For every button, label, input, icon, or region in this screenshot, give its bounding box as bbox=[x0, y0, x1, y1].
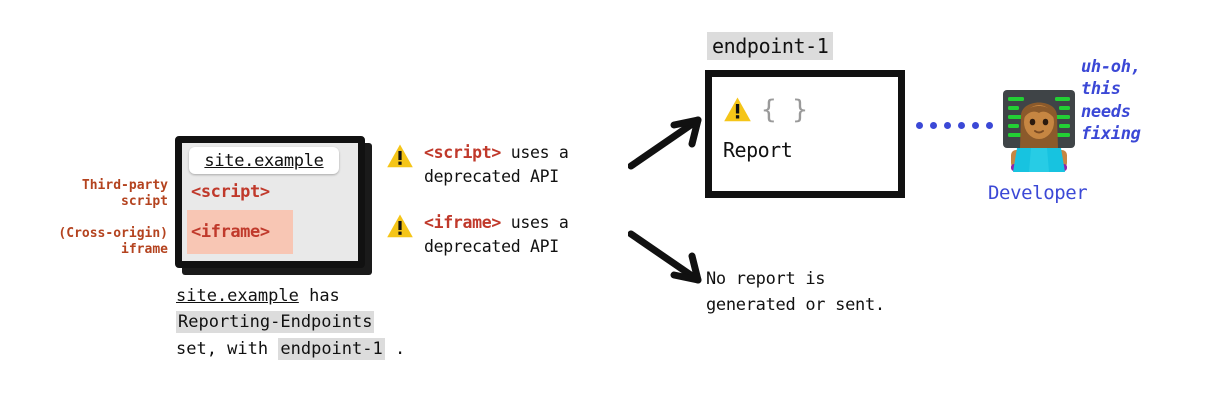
report-icons-group: { } bbox=[723, 96, 808, 123]
report-frame bbox=[705, 70, 905, 198]
warning-iframe-line2: deprecated API bbox=[424, 236, 559, 256]
endpoint-label: endpoint-1 bbox=[707, 32, 834, 60]
no-report-text: No report is generated or sent. bbox=[706, 267, 986, 318]
browser-window: site.example <script> <iframe> bbox=[175, 136, 365, 268]
connector-dot bbox=[916, 122, 923, 129]
warning-iframe-rest: uses a bbox=[501, 213, 569, 232]
script-tag-text: <script> bbox=[191, 182, 270, 202]
arrow-to-no-report bbox=[628, 230, 702, 284]
caption-line-3: set, with endpoint-1 . bbox=[176, 336, 496, 362]
warning-script: <script> uses a deprecated API bbox=[386, 141, 636, 189]
developer-speech: uh-oh, this needs fixing bbox=[1081, 56, 1201, 146]
warning-iframe-text: <iframe> uses a deprecated API bbox=[424, 211, 636, 259]
caption-set-with: set, with bbox=[176, 338, 269, 359]
caption-endpoint-name: endpoint-1 bbox=[278, 337, 385, 360]
caption-line-1: site.example has bbox=[176, 283, 496, 309]
warning-script-line2: deprecated API bbox=[424, 166, 559, 186]
iframe-tag-text: <iframe> bbox=[191, 222, 270, 242]
warning-iframe: <iframe> uses a deprecated API bbox=[386, 211, 636, 259]
no-report-line-1: No report is bbox=[706, 269, 826, 289]
caption-period: . bbox=[394, 338, 406, 359]
warning-script-text: <script> uses a deprecated API bbox=[424, 141, 636, 189]
warning-triangle-icon bbox=[387, 144, 413, 168]
connector-dot bbox=[944, 122, 951, 129]
caption-has: has bbox=[309, 286, 340, 306]
no-report-line-2: generated or sent. bbox=[706, 294, 885, 315]
dotted-connector bbox=[916, 122, 993, 129]
report-text: Report bbox=[723, 138, 793, 162]
site-caption: site.example has Reporting-Endpoints set… bbox=[176, 283, 496, 362]
cross-origin-iframe-label: (Cross-origin) iframe bbox=[58, 225, 168, 257]
connector-dot bbox=[972, 122, 979, 129]
report-box: { } Report bbox=[705, 70, 905, 198]
warning-iframe-tag: <iframe> bbox=[424, 213, 502, 232]
url-text: site.example bbox=[204, 150, 324, 171]
developer-label: Developer bbox=[988, 182, 1088, 204]
warning-triangle-icon bbox=[724, 97, 751, 122]
speech-line-2: this bbox=[1081, 79, 1121, 100]
warning-script-rest: uses a bbox=[501, 143, 569, 162]
json-braces-icon: { } bbox=[761, 94, 808, 125]
woman-technologist-emoji bbox=[1003, 90, 1075, 172]
speech-line-1: uh-oh, bbox=[1081, 57, 1141, 77]
third-party-script-label: Third-party script bbox=[81, 178, 168, 209]
caption-line-2: Reporting-Endpoints bbox=[176, 309, 496, 335]
speech-line-3: needs bbox=[1081, 101, 1131, 122]
iframe-highlight-region bbox=[187, 210, 293, 254]
source-labels-group: Third-party script (Cross-origin) iframe bbox=[28, 178, 168, 273]
arrow-to-report bbox=[628, 116, 702, 170]
connector-dot bbox=[986, 122, 993, 129]
warning-triangle-icon bbox=[387, 214, 413, 238]
warning-script-tag: <script> bbox=[424, 143, 502, 162]
caption-site-name: site.example bbox=[176, 286, 299, 306]
caption-header-name: Reporting-Endpoints bbox=[176, 311, 375, 334]
speech-line-4: fixing bbox=[1081, 124, 1141, 145]
connector-dot bbox=[958, 122, 965, 129]
url-bar[interactable]: site.example bbox=[189, 147, 339, 174]
connector-dot bbox=[930, 122, 937, 129]
